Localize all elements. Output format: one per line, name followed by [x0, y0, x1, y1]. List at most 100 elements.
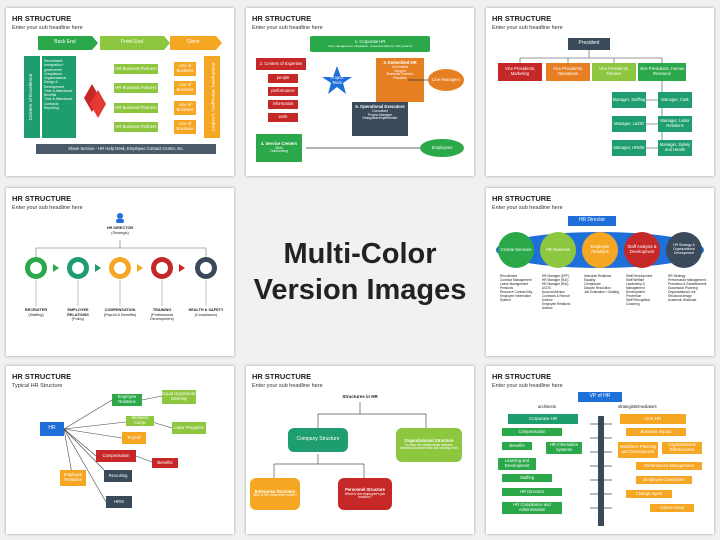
slide1-graphics	[24, 36, 222, 154]
bullet-list: Recruitment Contract Management Leave Ma…	[500, 274, 533, 302]
slide-title: HR STRUCTURE	[492, 372, 552, 381]
vp-box: Vice Presidents, Finance	[592, 63, 636, 81]
employees-vertical-label: Employees, Managers, Leaders	[209, 63, 215, 131]
slide-subtitle: Enter your sub headline here	[12, 25, 83, 31]
coe-item: people	[268, 74, 298, 83]
slide-title: HR STRUCTURE	[12, 14, 72, 23]
coe-item: work	[268, 113, 298, 122]
circle-label: Staff Analysis & Development	[627, 244, 657, 254]
left-item: Compensation	[502, 428, 562, 436]
vp-box: Vice Presidents, Marketing	[498, 63, 542, 81]
center-title-line-2: Version Images	[253, 274, 467, 306]
hr-director-box: HR Director	[568, 216, 616, 226]
thumbnail-slide-2[interactable]: HR STRUCTURE Enter your sub headline her…	[246, 8, 474, 176]
role-label: HEALTH & SAFETY(Compliance)	[188, 308, 224, 317]
header-front-end: Front End	[121, 39, 143, 46]
role-label: TRAINING(Professional Development)	[150, 308, 174, 322]
company-structure-box: Company Structure	[296, 436, 340, 443]
front-item: HR Business Partners	[114, 64, 158, 74]
node-box: Equal Opportunity Diversity	[162, 390, 196, 404]
role-label: COMPENSATION(Payroll & Benefits)	[103, 308, 137, 317]
centers-of-excellence-label: Centers of Excellence	[29, 73, 35, 121]
node-box: Recruiting	[104, 470, 132, 482]
center-title-line-1: Multi-Color	[283, 237, 437, 270]
header-back-end: Back End	[54, 39, 76, 46]
slide-title: HR STRUCTURE	[492, 14, 552, 23]
client-item: Line of Business	[174, 62, 196, 76]
hr-root-box: HR	[40, 422, 64, 436]
left-item: Learning and Development	[498, 458, 536, 470]
manager-box: Manager, C&B	[658, 92, 692, 108]
slide-subtitle: Enter your sub headline here	[492, 383, 563, 389]
service-centers-box: 4. Service Centers Work Outsourcing	[260, 140, 298, 154]
left-item: HR Directors	[502, 488, 562, 496]
personnel-structure-box: Personnel Structure What is the employee…	[344, 486, 386, 500]
header-client: Client	[186, 39, 200, 46]
circle-label: Employee Relations	[590, 244, 610, 254]
thumbnail-slide-4[interactable]: HR STRUCTURE Enter your sub headline her…	[6, 188, 234, 356]
footer-bar: Share Service - HR Help Desk, Employee C…	[68, 145, 184, 151]
thumbnail-slide-3[interactable]: HR STRUCTURE Enter your sub headline her…	[486, 8, 714, 176]
vp-of-hr-box: VP of HR	[578, 392, 622, 402]
thumbnail-slide-9[interactable]: HR STRUCTURE Enter your sub headline her…	[486, 366, 714, 534]
architects-label: architects	[538, 404, 556, 409]
slide-subtitle: Enter your sub headline here	[252, 25, 323, 31]
vp-box: Vice Presidents, Operations	[546, 63, 590, 81]
thumbnail-slide-7[interactable]: HR STRUCTURE Typical HR Structure HR Emp…	[6, 366, 234, 534]
slide4-graphics	[25, 213, 217, 306]
slide2-graphics	[256, 36, 464, 162]
client-item: Line of Business	[174, 101, 196, 115]
circle-label: Central Services	[500, 246, 532, 252]
node-box: Labor Programs	[172, 422, 206, 434]
role-label: EMPLOYEE RELATIONS(Policy)	[67, 308, 89, 322]
role-label: RECRUITER(Staffing)	[24, 308, 48, 317]
slide-title: HR STRUCTURE	[492, 194, 552, 203]
circle-label: HR Strategy & Organizational Development	[673, 243, 695, 255]
org-structure-box: Organizational Structure To clear the re…	[400, 437, 458, 451]
thumbnail-slide-6[interactable]: HR STRUCTURE Enter your sub headline her…	[486, 188, 714, 356]
client-item: Line of Business	[174, 120, 196, 134]
strategists-label: strategists/mediators	[618, 404, 657, 409]
embedded-hr-box: 3. Embedded HR Generalists Support Busin…	[383, 60, 417, 81]
node-box: Payroll	[122, 432, 146, 444]
slide-subtitle: Enter your sub headline here	[252, 383, 323, 389]
slide-subtitle: Typical HR Structure	[12, 383, 63, 389]
right-item: Workforce Planning and Development	[618, 442, 658, 458]
front-item: HR Business Partners	[114, 122, 158, 132]
employees-oval: Employees	[431, 144, 453, 150]
thumbnail-slide-1[interactable]: HR STRUCTURE Enter your sub headline her…	[6, 8, 234, 176]
node-box: Wellness Comp.	[126, 416, 154, 426]
center-title: Multi-Color Version Images	[246, 188, 474, 356]
node-box: Compensation	[96, 450, 136, 462]
right-item: Organizational Effectiveness	[662, 442, 702, 454]
right-item: Culture Keep	[650, 504, 694, 512]
bullet-list: Industrial Relations Equality Compliance…	[584, 274, 619, 294]
slide8-graphics	[250, 402, 462, 510]
slide9-graphics	[590, 416, 612, 526]
right-item: Business Impact	[626, 428, 686, 436]
bullet-list: Staff Development Staff Welfare Leadersh…	[626, 274, 653, 306]
node-box: Benefits	[152, 458, 178, 468]
node-box: HRIS	[106, 496, 132, 508]
slide7-graphics	[63, 395, 173, 503]
corporate-hr-header: Corporate HR	[508, 414, 578, 424]
structures-title: Structures in HR	[342, 394, 378, 399]
coe-item: performance	[268, 87, 298, 96]
slide-title: HR STRUCTURE	[252, 372, 312, 381]
slide-subtitle: Enter your sub headline here	[492, 25, 563, 31]
hr-director-label: HR DIRECTOR(Strategic)	[106, 226, 134, 235]
right-item: Change Agent	[626, 490, 672, 498]
slide-title: HR STRUCTURE	[252, 14, 312, 23]
slide-subtitle: Enter your sub headline here	[492, 205, 563, 211]
circle-label: HR Business	[545, 246, 571, 252]
slide-subtitle: Enter your sub headline here	[12, 205, 83, 211]
left-item: HR Information Systems	[546, 442, 582, 454]
front-item: HR Business Partners	[114, 83, 158, 93]
centers-of-expertise-box: 2. Centers of Expertise	[259, 60, 303, 66]
line-hr-header: Line HR	[620, 414, 686, 424]
thumbnail-slide-8[interactable]: HR STRUCTURE Enter your sub headline her…	[246, 366, 474, 534]
manager-box: Manager, Labor Relations	[658, 116, 692, 132]
enterprise-structure-box: Enterprise Structure Who is the enterpri…	[252, 488, 298, 498]
